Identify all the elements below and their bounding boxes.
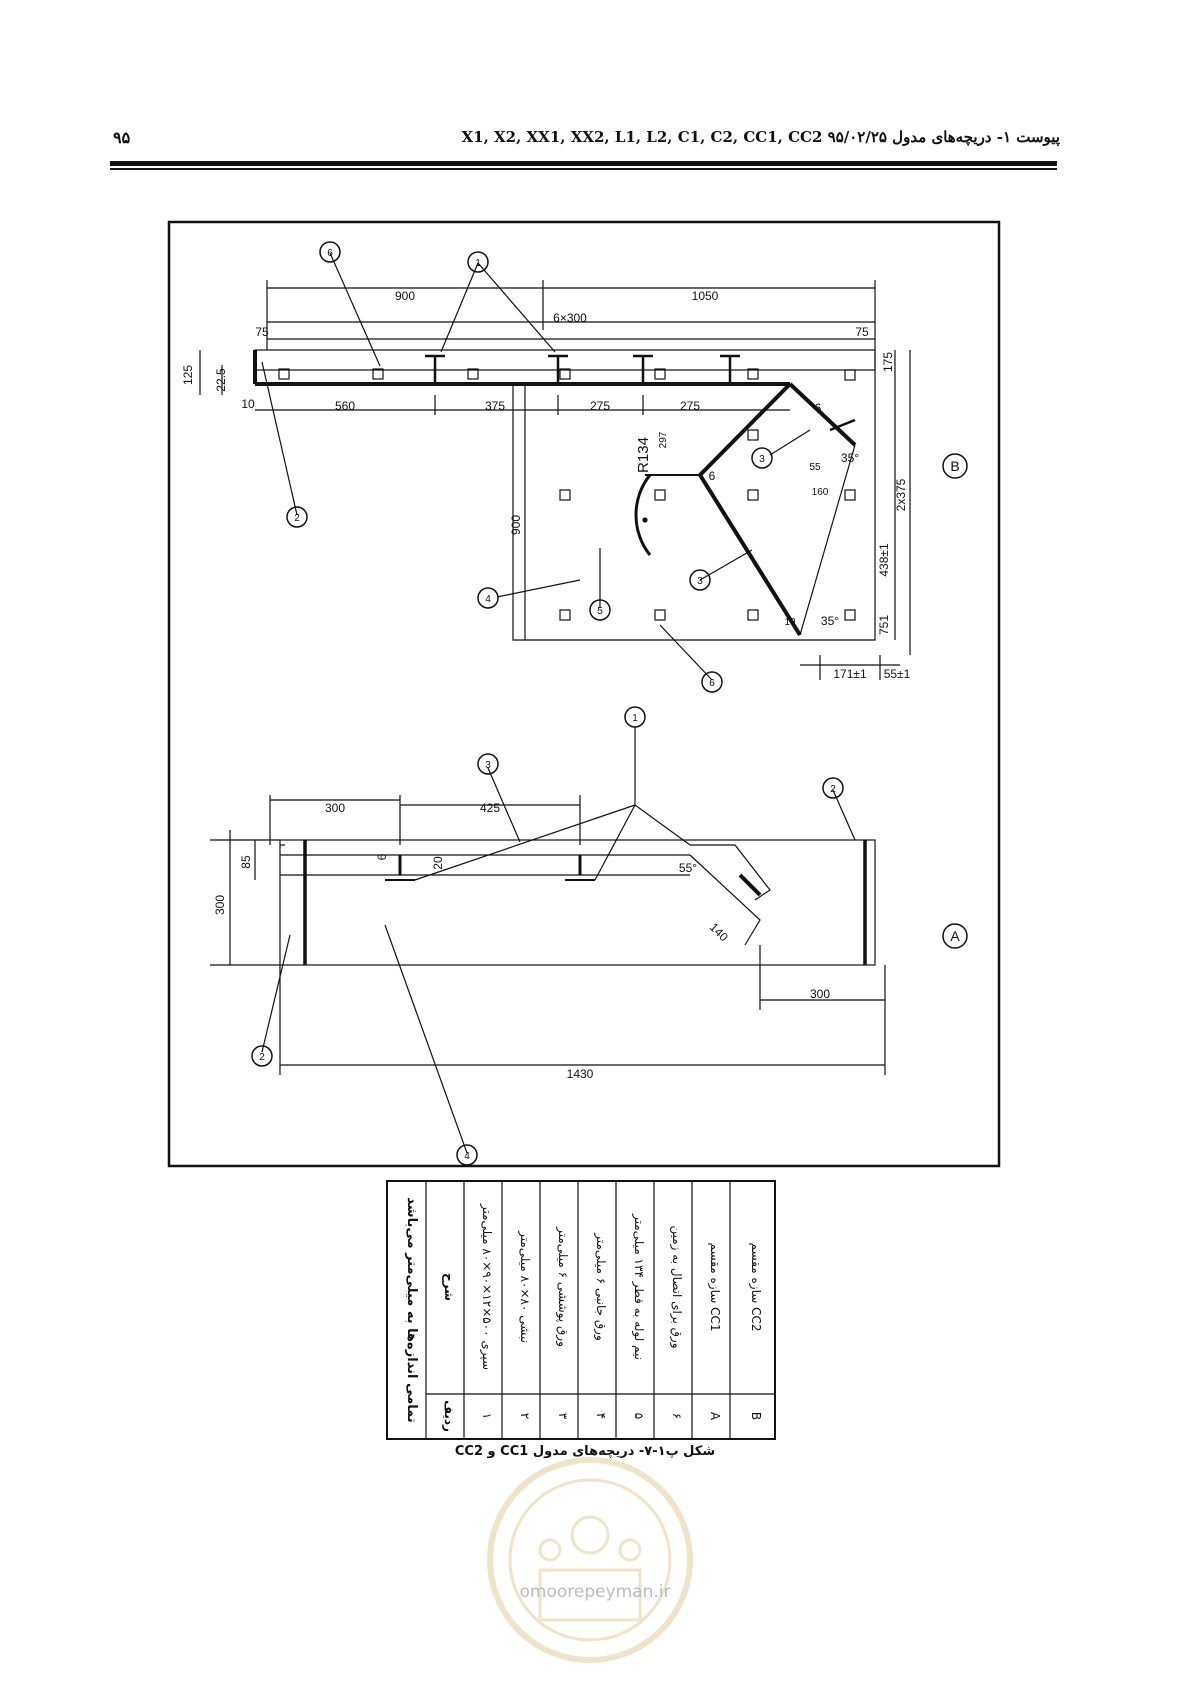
dim-300-top: 300 [325, 801, 345, 815]
angle-55: 55° [679, 861, 697, 875]
view-label-b: B [950, 458, 959, 474]
dim-275-a: 275 [590, 399, 610, 413]
dim-560: 560 [335, 399, 355, 413]
angle-35-a: 35° [841, 451, 859, 465]
callout-5-b: 5 [597, 606, 603, 617]
dim-175: 175 [881, 352, 895, 372]
header-rule-thick [110, 161, 1057, 166]
dim-275-b: 275 [680, 399, 700, 413]
callout-4-b: 4 [485, 594, 491, 605]
dim-55-b: 55 [809, 462, 821, 473]
page-number: ۹۵ [113, 128, 131, 147]
legend-title: تمامی اندازه‌ها به میلی‌متر می‌باشد [404, 1197, 419, 1422]
dim-75-left: 75 [255, 325, 269, 339]
legend-row-1-index: ۱ [480, 1413, 494, 1419]
dim-10: 10 [241, 397, 255, 411]
view-a [210, 795, 886, 1075]
callout-6-top: 6 [327, 248, 333, 259]
dim-375: 375 [485, 399, 505, 413]
callout-2-a: 2 [830, 784, 836, 795]
dim-140: 140 [707, 920, 731, 944]
dim-438: 438±1 [877, 543, 891, 577]
dim-85: 85 [239, 855, 253, 869]
callout-2-b: 2 [294, 513, 300, 524]
legend-row-a-desc: سازه مقسم CC1 [707, 1242, 722, 1331]
dim-300-left: 300 [213, 895, 227, 915]
legend-row-a-index: A [708, 1412, 722, 1421]
legend-col-index: ردیف [442, 1400, 456, 1432]
watermark-seal-icon [487, 1457, 693, 1663]
dim-425: 425 [480, 801, 500, 815]
legend-row-b-index: B [749, 1412, 763, 1420]
legend-row-2-desc: نبشی ۸۰×۸۰ میلی‌متر [517, 1230, 532, 1343]
legend-row-5-desc: نیم لوله به قطر ۱۳۴ میلی‌متر [631, 1213, 646, 1360]
legend-row-4-desc: ورق جانبی ۶ میلی‌متر [593, 1232, 608, 1341]
callout-circles [251, 241, 968, 1166]
legend-table: تمامی اندازه‌ها به میلی‌متر می‌باشد شرح … [386, 1180, 776, 1440]
dim-1050: 1050 [692, 289, 719, 303]
legend-row-4-index: ۴ [594, 1413, 608, 1419]
angle-35-b: 35° [821, 614, 839, 628]
dim-22-5: 22.5 [214, 368, 228, 392]
legend-row-5-index: ۵ [632, 1413, 646, 1419]
callout-6-b: 6 [709, 678, 715, 689]
dim-297: 297 [658, 431, 669, 448]
callout-1-a: 1 [632, 713, 638, 724]
header-title: پیوست ۱- دریچه‌های مدول X1, X2, XX1, XX2… [461, 128, 1061, 146]
radius-label: R134 [635, 437, 652, 473]
legend-row-6-index: ۶ [670, 1413, 684, 1419]
figure-caption: شکل پ۱-۷- دریچه‌های مدول CC1 و CC2 [454, 1444, 716, 1459]
legend-row-2-index: ۲ [518, 1413, 532, 1419]
dim-6x300: 6×300 [553, 311, 587, 325]
callout-3-b2: 3 [759, 454, 765, 465]
callout-leaders [261, 252, 856, 1154]
dim-2x375: 2x375 [894, 478, 908, 511]
dim-1430: 1430 [567, 1067, 594, 1081]
dim-125: 125 [181, 365, 195, 385]
header-rule-thin [110, 168, 1057, 170]
dim-20-inner: 20 [431, 856, 445, 870]
view-b [199, 280, 911, 680]
callout-4-a: 4 [464, 1151, 470, 1162]
legend-row-3-desc: ورق پوششی ۶ میلی‌متر [555, 1226, 570, 1347]
dim-10-b: 10 [784, 617, 796, 628]
legend-rows: سپری ۵۰۰×۱۲×۹۰×۸۰ میلی‌متر ۱ نبشی ۸۰×۸۰ … [479, 1203, 763, 1421]
dim-6-inner: 6 [375, 853, 389, 860]
angle-6-a: 6 [815, 401, 822, 415]
dim-900-top: 900 [395, 289, 415, 303]
dim-171: 171±1 [833, 667, 867, 681]
drawing-frame [167, 220, 1001, 1168]
legend-row-b-desc: سازه مقسم CC2 [748, 1242, 763, 1331]
callout-3-b: 3 [697, 576, 703, 587]
callout-1-top: 1 [475, 258, 481, 269]
dim-751: 751 [877, 615, 891, 635]
legend-col-desc: شرح [442, 1273, 456, 1301]
dim-55-bottom: 55±1 [884, 667, 911, 681]
dim-160: 160 [812, 487, 829, 498]
legend-row-3-index: ۳ [556, 1413, 570, 1420]
website-watermark: omoorepeyman.ir [519, 1582, 671, 1602]
legend-row-1-desc: سپری ۵۰۰×۱۲×۹۰×۸۰ میلی‌متر [479, 1203, 494, 1370]
dim-300-bottom: 300 [810, 987, 830, 1001]
dim-75-right: 75 [855, 325, 869, 339]
dim-900-side: 900 [509, 515, 523, 535]
legend-row-6-desc: ورق برای اتصال به زمین [669, 1225, 684, 1348]
angle-6-b: 6 [709, 469, 716, 483]
callout-3-a: 3 [485, 760, 491, 771]
view-label-a: A [950, 928, 960, 944]
callout-2-a2: 2 [259, 1052, 265, 1063]
